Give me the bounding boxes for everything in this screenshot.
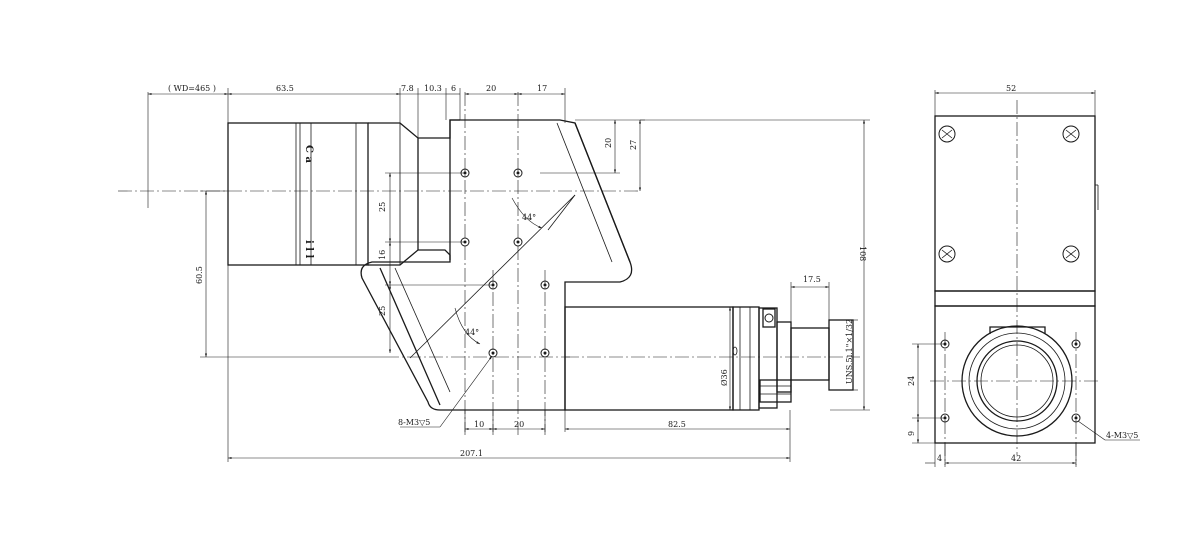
holes-right-label: 4-M3▽5 bbox=[1106, 431, 1138, 440]
lens-barrel bbox=[227, 122, 369, 266]
prism-body bbox=[360, 119, 633, 411]
dim-10-bottom: 10 bbox=[474, 420, 484, 429]
lens-marking-upper: C a bbox=[303, 145, 314, 163]
dim-20-top: 20 bbox=[486, 84, 496, 93]
dim-dia-36: Ø36 bbox=[720, 369, 729, 386]
front-view: 52 24 9 4 42 4-M3▽5 bbox=[907, 84, 1140, 467]
angle-44-upper: 44° bbox=[522, 213, 536, 222]
dim-60-5: 60.5 bbox=[195, 266, 204, 284]
dim-10-3: 10.3 bbox=[424, 84, 442, 93]
angle-44-lower: 44° bbox=[465, 328, 479, 337]
side-view: C a i l l bbox=[118, 84, 870, 462]
lens-adapter bbox=[368, 122, 419, 266]
dim-25-lower: 25 bbox=[378, 306, 387, 316]
dim-63-5: 63.5 bbox=[276, 84, 294, 93]
dim-6: 6 bbox=[451, 84, 456, 93]
dim-20-right: 20 bbox=[604, 138, 613, 148]
dim-27: 27 bbox=[629, 140, 638, 150]
lens-marking-lower: i l l bbox=[303, 240, 314, 259]
dim-9: 9 bbox=[907, 431, 916, 436]
dim-17-5: 17.5 bbox=[803, 275, 821, 284]
prism-front bbox=[934, 305, 1096, 444]
dim-4: 4 bbox=[937, 454, 942, 463]
dim-16: 16 bbox=[378, 250, 387, 260]
dim-17-top: 17 bbox=[537, 84, 547, 93]
dim-25-upper: 25 bbox=[378, 202, 387, 212]
dim-207-1: 207.1 bbox=[460, 449, 483, 458]
dim-7-8: 7.8 bbox=[401, 84, 414, 93]
dim-20-bottom: 20 bbox=[514, 420, 524, 429]
dim-52: 52 bbox=[1006, 84, 1016, 93]
dim-108: 108 bbox=[858, 246, 867, 261]
dim-42: 42 bbox=[1011, 454, 1021, 463]
dim-wd: ( WD=465 ) bbox=[168, 84, 216, 93]
screw-icons bbox=[938, 125, 1080, 263]
dim-24: 24 bbox=[907, 376, 916, 386]
holes-left-label: 8-M3▽5 bbox=[398, 418, 430, 427]
camera-body bbox=[564, 306, 734, 411]
thread-spec: UNS.5ɪ.1"×1/32 bbox=[845, 319, 854, 384]
dim-82-5: 82.5 bbox=[668, 420, 686, 429]
